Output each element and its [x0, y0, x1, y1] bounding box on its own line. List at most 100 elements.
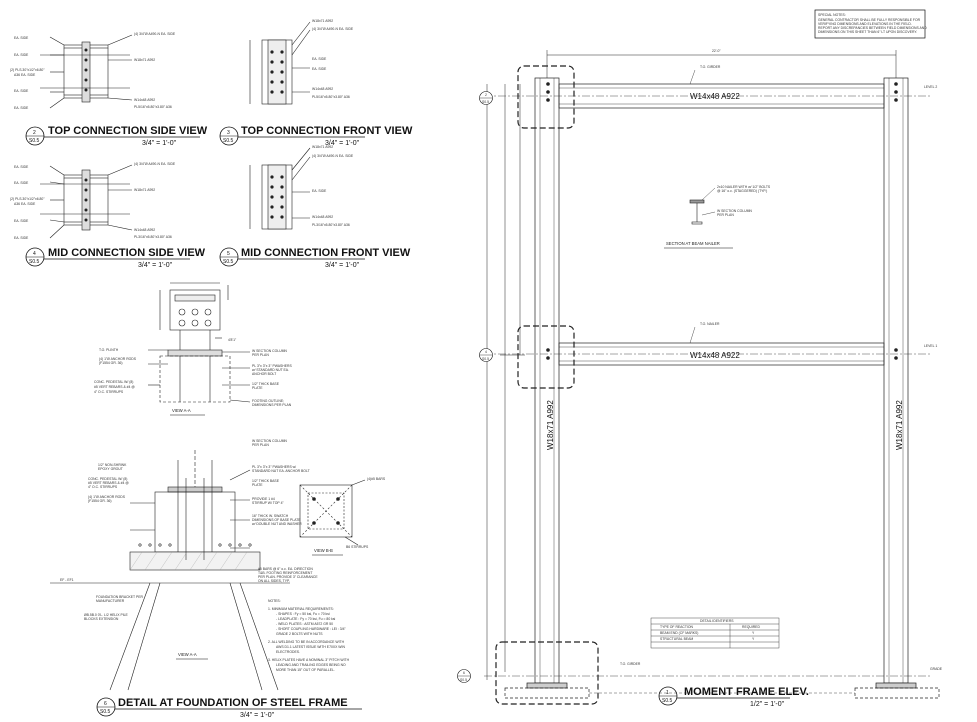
svg-text:W14x48 A992: W14x48 A992 — [134, 98, 155, 102]
view-scale: 1/2" = 1'-0" — [750, 701, 785, 708]
svg-text:W SECTION COLUMN: W SECTION COLUMN — [252, 349, 287, 353]
svg-text:EA. SIDE: EA. SIDE — [14, 219, 29, 223]
svg-text:6: 6 — [463, 671, 465, 675]
svg-text:FOUNDATION BRACKET PER: FOUNDATION BRACKET PER — [96, 595, 144, 599]
svg-text:A36 EA. SIDE: A36 EA. SIDE — [14, 73, 36, 77]
moment-frame-title-block: 1 S0.5 MOMENT FRAME ELEV. 1/2" = 1'-0" — [658, 686, 809, 708]
svg-text:EA. SIDE: EA. SIDE — [14, 165, 29, 169]
svg-text:ON ALL SIDES, TYP.: ON ALL SIDES, TYP. — [258, 579, 290, 583]
special-notes-box: SPECIAL NOTES: GENERAL CONTRACTOR SHALL … — [814, 9, 927, 39]
svg-text:S0.5: S0.5 — [460, 678, 467, 682]
svg-text:T&B. FOOTING REINFORCEMENT: T&B. FOOTING REINFORCEMENT — [258, 571, 312, 575]
bubble-number: 5 — [227, 251, 230, 257]
svg-text:1/2" THICK BASE: 1/2" THICK BASE — [252, 382, 280, 386]
svg-text:EA. SIDE: EA. SIDE — [312, 57, 327, 61]
svg-text:(4) 3/4"Ø A490-N EA. SIDE: (4) 3/4"Ø A490-N EA. SIDE — [312, 154, 354, 158]
svg-text:A36 EA. SIDE: A36 EA. SIDE — [14, 202, 36, 206]
svg-text:- LEADPLATE : Fy = 70 ksi, Fu: - LEADPLATE : Fy = 70 ksi, Fu = 80 ksi — [276, 617, 336, 621]
svg-text:4: 4 — [485, 350, 487, 354]
section-at-beam-nailer — [689, 187, 716, 225]
connection-schedule-text: DETAIL IDENTIFIERS TYPE OF REACTION REQU… — [660, 619, 760, 641]
svg-text:W18x71 A992: W18x71 A992 — [312, 19, 333, 23]
svg-text:3. HELIX PLATES HAVE A NOMINA: 3. HELIX PLATES HAVE A NOMINAL 3" PITCH … — [268, 658, 350, 662]
svg-text:PER PLAN: PER PLAN — [252, 443, 269, 447]
section-nailer-notes: 2x10 NAILER WITH w/ 1/2" BOLTS @ 16" o.c… — [666, 185, 771, 246]
svg-text:Y: Y — [752, 631, 755, 635]
svg-text:PER PLAN. PROVIDE 3" CLEARANCE: PER PLAN. PROVIDE 3" CLEARANCE — [258, 575, 318, 579]
svg-text:EA. SIDE: EA. SIDE — [312, 189, 327, 193]
frame-bubble-top: 2 S0.5 — [479, 91, 493, 105]
svg-text:(2) PLS.30"x1/2"x6.80": (2) PLS.30"x1/2"x6.80" — [10, 68, 45, 72]
svg-text:(F1554 GR. 36): (F1554 GR. 36) — [88, 499, 112, 503]
svg-text:PER PLAN: PER PLAN — [252, 353, 269, 357]
svg-text:EA. SIDE: EA. SIDE — [14, 36, 29, 40]
bubble-sheet: S0.5 — [662, 698, 673, 704]
view-title: MID CONNECTION FRONT VIEW — [241, 247, 411, 259]
svg-text:Y: Y — [752, 637, 755, 641]
svg-text:W18x71 A992: W18x71 A992 — [134, 58, 155, 62]
svg-text:- WELD PLATES : ASTM A572 GR 5: - WELD PLATES : ASTM A572 GR 50 — [276, 622, 333, 626]
svg-text:(4) 3/4"Ø A490-N EA. SIDE: (4) 3/4"Ø A490-N EA. SIDE — [312, 27, 354, 31]
svg-text:ELECTRODES.: ELECTRODES. — [276, 650, 300, 654]
view-aa-upper-detail — [148, 330, 251, 403]
svg-text:4" O.C. STIRRUPS: 4" O.C. STIRRUPS — [94, 390, 124, 394]
view-title: TOP CONNECTION SIDE VIEW — [48, 125, 208, 137]
svg-text:NOTES:: NOTES: — [268, 599, 281, 603]
svg-text:DIMENSIONS OF BASE PLATE: DIMENSIONS OF BASE PLATE — [252, 518, 301, 522]
svg-text:EA. SIDE: EA. SIDE — [14, 181, 29, 185]
svg-text:FOOTING OUTLINE;: FOOTING OUTLINE; — [252, 399, 284, 403]
connection-schedule-table — [650, 617, 780, 649]
svg-text:(4) 3/4"Ø A490-N EA. SIDE: (4) 3/4"Ø A490-N EA. SIDE — [134, 162, 176, 166]
top-side-notes: EA. SIDE EA. SIDE (2) PLS.30"x1/2"x6.80"… — [10, 32, 176, 110]
bubble-number: 3 — [227, 130, 230, 136]
foundation-general-notes: NOTES: 1. MINIMUM MATERIAL REQUIREMENTS:… — [268, 599, 350, 672]
mid-front-notes: W18x71 A992 (4) 3/4"Ø A490-N EA. SIDE EA… — [312, 145, 354, 227]
view-bb-detail — [299, 479, 366, 546]
svg-text:W18x71 A992: W18x71 A992 — [134, 188, 155, 192]
span-dimension: 22'-0" — [712, 49, 721, 53]
svg-text:w/ DOUBLE NUT AND WASHER: w/ DOUBLE NUT AND WASHER — [252, 522, 302, 526]
svg-text:DIMENSIONS ON THIS SHEET THAN: DIMENSIONS ON THIS SHEET THAN 6" LT UPON… — [818, 30, 917, 34]
view-title: MID CONNECTION SIDE VIEW — [48, 247, 206, 259]
svg-text:GRADE: GRADE — [930, 667, 943, 671]
mid-connection-side-view — [40, 164, 133, 239]
view-aa-upper-title: VIEW A-A — [172, 408, 191, 413]
bubble-sheet: S0.5 — [29, 138, 40, 144]
moment-frame — [484, 50, 940, 705]
svg-text:(4) 1"Ø ANCHOR RODS: (4) 1"Ø ANCHOR RODS — [99, 357, 137, 361]
mid-side-title-block: 4 S0.5 MID CONNECTION SIDE VIEW 3/4" = 1… — [25, 247, 206, 269]
bubble-number: 2 — [33, 130, 36, 136]
svg-text:EPOXY GROUT: EPOXY GROUT — [98, 467, 123, 471]
svg-text:EA. SIDE: EA. SIDE — [14, 53, 29, 57]
svg-text:REPORT ANY DISCREPANCIES BETWE: REPORT ANY DISCREPANCIES BETWEEN FIELD D… — [818, 26, 927, 30]
svg-text:PLATE: PLATE — [252, 386, 263, 390]
svg-text:W14x48 A992: W14x48 A992 — [312, 87, 333, 91]
svg-text:1/2" NON-SHRINK: 1/2" NON-SHRINK — [98, 463, 127, 467]
svg-text:W14x48 A992: W14x48 A992 — [134, 228, 155, 232]
svg-text:PL 3"x 3"x 3" PWASHERS w/: PL 3"x 3"x 3" PWASHERS w/ — [252, 465, 296, 469]
svg-text:MANUFACTURER: MANUFACTURER — [96, 599, 125, 603]
svg-text:CONC. PEDESTAL W/ (8): CONC. PEDESTAL W/ (8) — [94, 380, 133, 384]
svg-text:ANCHOR BOLT: ANCHOR BOLT — [252, 372, 276, 376]
svg-text:2. ALL WELDING TO BE IN ACCOR: 2. ALL WELDING TO BE IN ACCORDANCE WITH — [268, 640, 345, 644]
top-beam-label: W14x48 A922 — [690, 92, 740, 101]
frame-bolts — [546, 82, 898, 360]
view-scale: 3/4" = 1'-0" — [325, 262, 360, 269]
mid-beam-label: W14x48 A922 — [690, 351, 740, 360]
svg-text:W14x48 A992: W14x48 A992 — [312, 215, 333, 219]
foundation-detail — [50, 450, 290, 691]
mid-side-notes: EA. SIDE EA. SIDE (2) PLS.30"x1/2"x6.80"… — [10, 162, 176, 240]
svg-text:GRADE 2 BOLTS WITH NUTS: GRADE 2 BOLTS WITH NUTS — [276, 632, 323, 636]
svg-text:T.O. PLINTH: T.O. PLINTH — [99, 348, 119, 352]
svg-text:BLOCKS EXTENSION: BLOCKS EXTENSION — [84, 617, 119, 621]
bubble-sheet: S0.5 — [100, 709, 111, 715]
view-aa-lower-title: VIEW A-A — [178, 652, 197, 657]
to-girder-base-label: T.O. GIRDER — [620, 662, 641, 666]
svg-text:EA. SIDE: EA. SIDE — [14, 106, 29, 110]
svg-text:W18x71 A992: W18x71 A992 — [312, 145, 333, 149]
svg-text:S0.5: S0.5 — [482, 357, 489, 361]
to-nailer-label: T.O. NAILER — [700, 322, 720, 326]
svg-text:W SECTION COLUMN: W SECTION COLUMN — [252, 439, 287, 443]
foundation-notes: 1/2" NON-SHRINK EPOXY GROUT CONC. PEDEST… — [60, 439, 318, 657]
bubble-number: 6 — [104, 701, 107, 707]
